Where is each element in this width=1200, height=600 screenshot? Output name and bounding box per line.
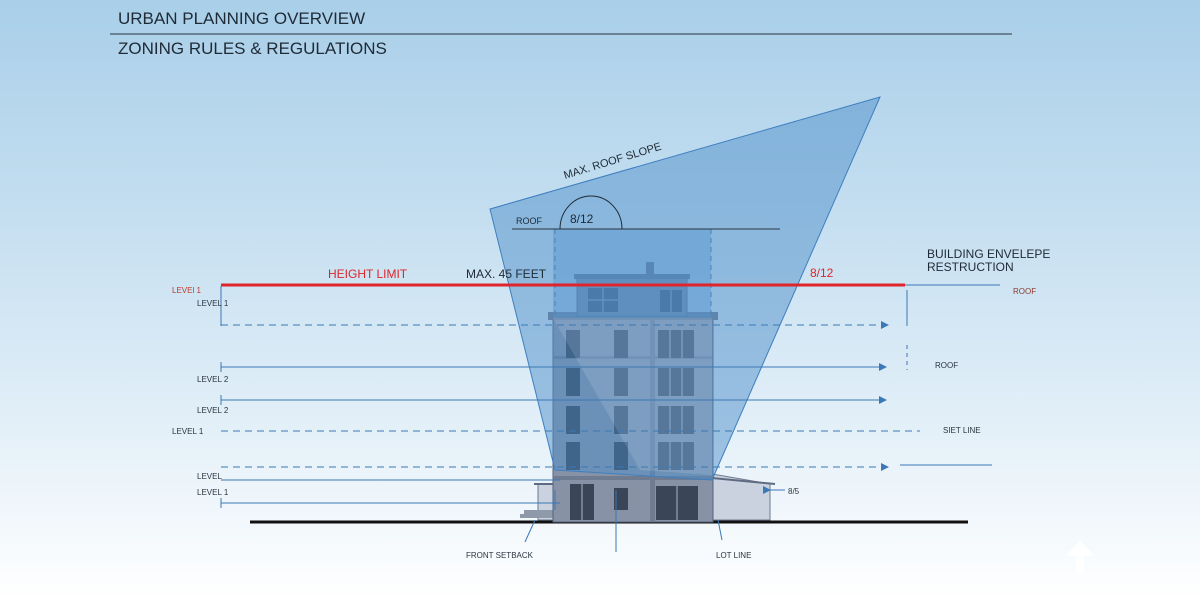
front-setback-label: FRONT SETBACK <box>466 551 534 560</box>
level1-label-a: LEVEL 1 <box>197 299 229 308</box>
level1-red-label: LEVEl 1 <box>172 286 201 295</box>
roof-right-label: ROOF <box>935 361 958 370</box>
envelope-label-line1: BUILDING ENVELEPE <box>927 247 1050 261</box>
slope-right-label: 8/12 <box>810 266 834 280</box>
level2-label-a: LEVEL 2 <box>197 375 229 384</box>
roof-label-top: ROOF <box>516 216 543 226</box>
level-lines <box>220 286 992 552</box>
height-limit-label: HEIGHT LIMIT <box>328 267 408 281</box>
siet-line-label: SIET LINE <box>943 426 981 435</box>
level2-label-b: LEVEL 2 <box>197 406 229 415</box>
page-title: URBAN PLANNING OVERVIEW <box>118 9 365 28</box>
envelope-label-line2: RESTRUCTION <box>927 260 1014 274</box>
level1-label-d: LEVEL 1 <box>197 488 229 497</box>
ratio-label: 8/5 <box>788 487 800 496</box>
lot-line-label: LOT LINE <box>716 551 751 560</box>
level1-label-b: LEVEL 1 <box>172 427 204 436</box>
corner-arrow-icon <box>1066 540 1094 574</box>
level-label-c: LEVEL <box>197 472 222 481</box>
roof-right-red-label: ROOF <box>1013 287 1036 296</box>
slope-arc <box>559 195 623 230</box>
page-subtitle: ZONING RULES & REGULATIONS <box>118 39 387 58</box>
envelope-restriction <box>489 96 881 481</box>
slope-arc-label: 8/12 <box>570 212 594 226</box>
max-height-label: MAX. 45 FEET <box>466 267 547 281</box>
